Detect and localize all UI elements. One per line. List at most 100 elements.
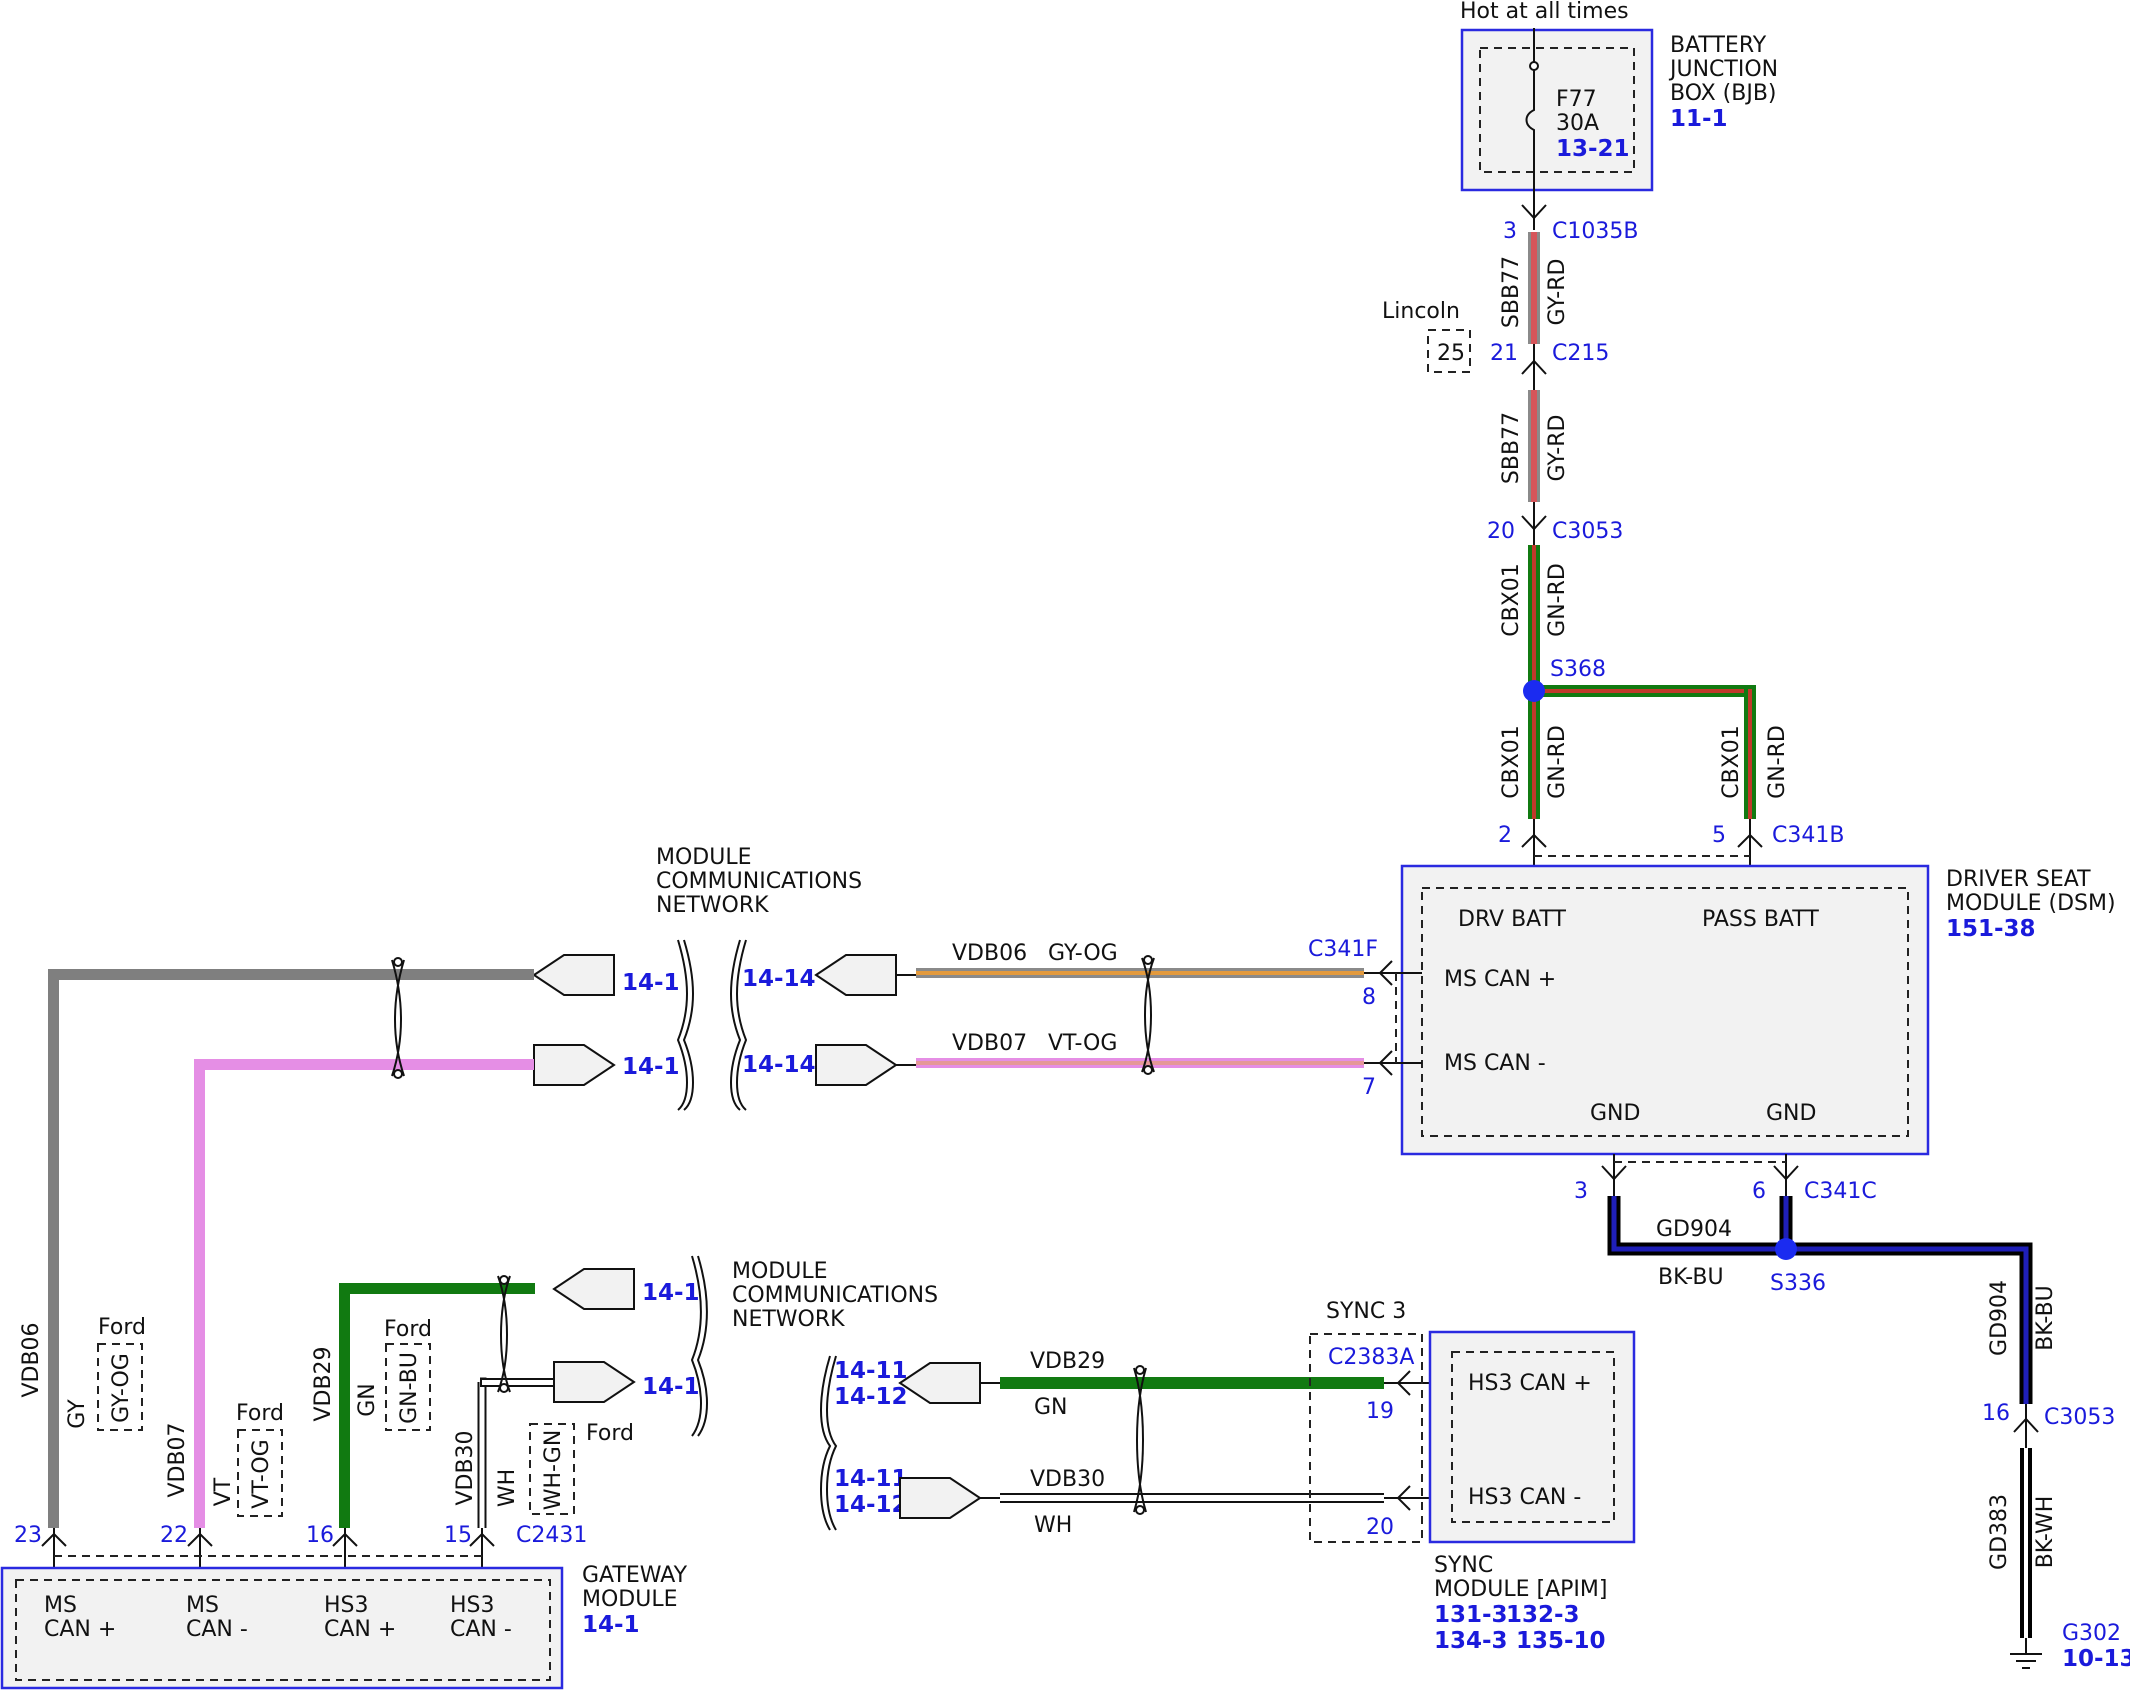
connector-c341f-pin8-symbol (1378, 960, 1393, 986)
ref-14-1-upper-link[interactable]: 14-1 (622, 970, 680, 996)
g302-ref-link[interactable]: 10-13 (2062, 1646, 2130, 1672)
connector-c3053-top-symbol (1521, 515, 1547, 531)
wire-stripe (1532, 545, 1536, 691)
c341f-pin-a: 8 (1362, 985, 1376, 1010)
c215-label[interactable]: C215 (1552, 341, 1609, 366)
c2383a-pin-b: 20 (1366, 1515, 1394, 1540)
ms-can-dsm-wires: C341F 8 VDB06 GY-OG 7 VDB07 VT-OG 14-14 … (742, 937, 1422, 1100)
sync-title-line2: MODULE [APIM] (1434, 1577, 1607, 1602)
splice-s368[interactable] (1523, 680, 1545, 702)
dsm-title-line2: MODULE (DSM) (1946, 891, 2116, 916)
wire-sbb77-upper-id: SBB77 (1499, 256, 1524, 328)
sync-ref-134-3[interactable]: 134-3 (1434, 1628, 1508, 1654)
wire-vdb07-color: VT-OG (1048, 1031, 1117, 1056)
break-symbol-left (676, 939, 688, 1111)
break-symbol-mid (690, 1255, 702, 1437)
c341f-label[interactable]: C341F (1308, 937, 1378, 962)
tag-sync-hs3-plus[interactable] (898, 1362, 981, 1404)
lincoln-option-box (1427, 329, 1471, 373)
tag-14-1-upper[interactable] (532, 954, 615, 996)
ref-14-12-lower-link[interactable]: 14-12 (834, 1492, 908, 1518)
tag-14-1-lower[interactable] (533, 1044, 616, 1086)
wire-cbx01-upper-id: CBX01 (1499, 563, 1524, 637)
s336-label[interactable]: S336 (1770, 1271, 1826, 1296)
gw-hs3-plus-line1: HS3 (324, 1593, 369, 1618)
wire-sbb77-lower-color: GY-RD (1545, 415, 1570, 482)
gw-ms-minus-line2: CAN - (186, 1617, 248, 1642)
ref-14-1-lower-link[interactable]: 14-1 (622, 1054, 680, 1080)
gw-ms-minus-line1: MS (186, 1593, 219, 1618)
c215-pin: 21 (1490, 341, 1518, 366)
c341b-label[interactable]: C341B (1772, 823, 1844, 848)
bjb-ref-link[interactable]: 11-1 (1670, 106, 1728, 132)
bjb-title-line1: BATTERY (1670, 33, 1767, 58)
tag-14-14-upper[interactable] (814, 954, 897, 996)
tag-14-1-hs3-minus[interactable] (553, 1361, 636, 1403)
wire-cbx01-right-color: GN-RD (1765, 725, 1790, 799)
fuse-rating: 30A (1556, 111, 1599, 136)
ref-14-11-upper-link[interactable]: 14-11 (834, 1358, 908, 1384)
sync-module: HS3 CAN + HS3 CAN - SYNC MODULE [APIM] 1… (1428, 1330, 1636, 1654)
dsm-border (1400, 864, 1930, 1156)
s368-label[interactable]: S368 (1550, 657, 1606, 682)
dsm-inner-dashed (1421, 887, 1909, 1137)
ford-option-gnbu-color: GN-BU (397, 1352, 422, 1424)
tag-14-14-lower[interactable] (815, 1044, 898, 1086)
ref-14-14-lower-link[interactable]: 14-14 (742, 1052, 816, 1078)
wire-vdb30-gw-id: VDB30 (453, 1430, 478, 1505)
module-comm-network-top: MODULE COMMUNICATIONS NETWORK 14-1 14-1 (532, 845, 862, 1111)
wire-stripe (1531, 232, 1537, 344)
wire-cbx01-upper-color: GN-RD (1545, 563, 1570, 637)
ref-14-14-upper-link[interactable]: 14-14 (742, 966, 816, 992)
tag-14-1-hs3-plus[interactable] (552, 1268, 635, 1310)
fuse-id: F77 (1556, 87, 1597, 112)
break-symbol-sync-2 (826, 1355, 838, 1531)
gateway-ref-link[interactable]: 14-1 (582, 1612, 640, 1638)
wire-gd904-vertical-color: BK-BU (2033, 1285, 2058, 1351)
dsm-ref-link[interactable]: 151-38 (1946, 916, 2036, 942)
break-symbol-right (730, 939, 742, 1111)
gw-hs3-minus-line1: HS3 (450, 1593, 495, 1618)
tag-sync-hs3-minus[interactable] (899, 1477, 982, 1519)
ford-option-whgn-color: WH-GN (541, 1430, 566, 1511)
twisted-pair-symbol-hs3-a (497, 1275, 508, 1393)
twist-terminal (1135, 1505, 1145, 1515)
wire-stripe (916, 971, 1364, 975)
wire-cbx01-lower-color: GN-RD (1545, 725, 1570, 799)
c1035b-label[interactable]: C1035B (1552, 219, 1638, 244)
sync-ref-131-3[interactable]: 131-3 (1434, 1602, 1508, 1628)
ref-14-1-hs3-minus-link[interactable]: 14-1 (642, 1374, 700, 1400)
wire-stripe (1532, 697, 1536, 819)
break-symbol-left-2 (682, 939, 694, 1111)
wire-cbx01-lower-id: CBX01 (1499, 725, 1524, 799)
c3053-top-label[interactable]: C3053 (1552, 519, 1623, 544)
c3053-bottom-label[interactable]: C3053 (2044, 1405, 2115, 1430)
wire-vdb29-gw-color: GN (355, 1383, 380, 1417)
c3053-top-pin: 20 (1487, 519, 1515, 544)
ref-14-11-lower-link[interactable]: 14-11 (834, 1466, 908, 1492)
ref-14-12-upper-link[interactable]: 14-12 (834, 1384, 908, 1410)
c2431-label[interactable]: C2431 (516, 1523, 587, 1548)
gw-ms-plus-line1: MS (44, 1593, 77, 1618)
twisted-pair-symbol-dsm-b (1144, 957, 1155, 1073)
ford-label-gyog: Ford (98, 1315, 146, 1340)
ref-14-1-hs3-plus-link[interactable]: 14-1 (642, 1280, 700, 1306)
wire-vdb30-gw-color: WH (495, 1469, 520, 1507)
splice-s336[interactable] (1775, 1238, 1797, 1260)
wire-vdb29-gateway-horizontal (339, 1283, 535, 1294)
dsm-title-line1: DRIVER SEAT (1946, 867, 2091, 892)
sync-border (1428, 1330, 1636, 1544)
sync-ref-135-10[interactable]: 135-10 (1516, 1628, 1606, 1654)
twist-terminal (393, 957, 403, 967)
fuse-ref-link[interactable]: 13-21 (1556, 136, 1630, 162)
sync-ref-132-3[interactable]: 132-3 (1506, 1602, 1580, 1628)
c2383a-label[interactable]: C2383A (1328, 1345, 1414, 1370)
c341b-pin-b: 5 (1712, 823, 1726, 848)
wire-gd383-id: GD383 (1987, 1494, 2012, 1570)
c341c-label[interactable]: C341C (1804, 1179, 1877, 1204)
g302-label[interactable]: G302 (2062, 1621, 2121, 1646)
ford-option-vtog-color: VT-OG (249, 1439, 274, 1508)
c3053-bottom-pin: 16 (1982, 1401, 2010, 1426)
twisted-pair-symbol-gw-a (391, 959, 402, 1077)
sync-title-line1: SYNC (1434, 1553, 1493, 1578)
